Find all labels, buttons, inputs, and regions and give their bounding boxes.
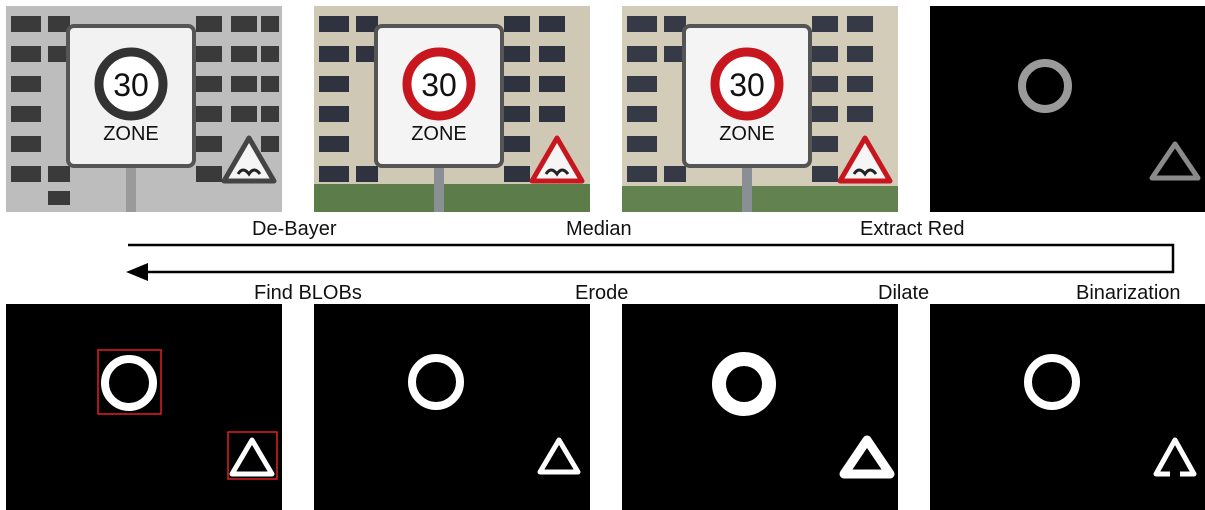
step-label-find-blobs: Find BLOBs <box>254 283 362 303</box>
step-label-erode: Erode <box>575 283 628 303</box>
step-label-median: Median <box>566 219 632 239</box>
step-label-debayer: De-Bayer <box>252 219 336 239</box>
step-label-binarization: Binarization <box>1076 283 1181 303</box>
step-label-extract-red: Extract Red <box>860 219 964 239</box>
arrowhead <box>126 263 148 281</box>
step-label-dilate: Dilate <box>878 283 929 303</box>
